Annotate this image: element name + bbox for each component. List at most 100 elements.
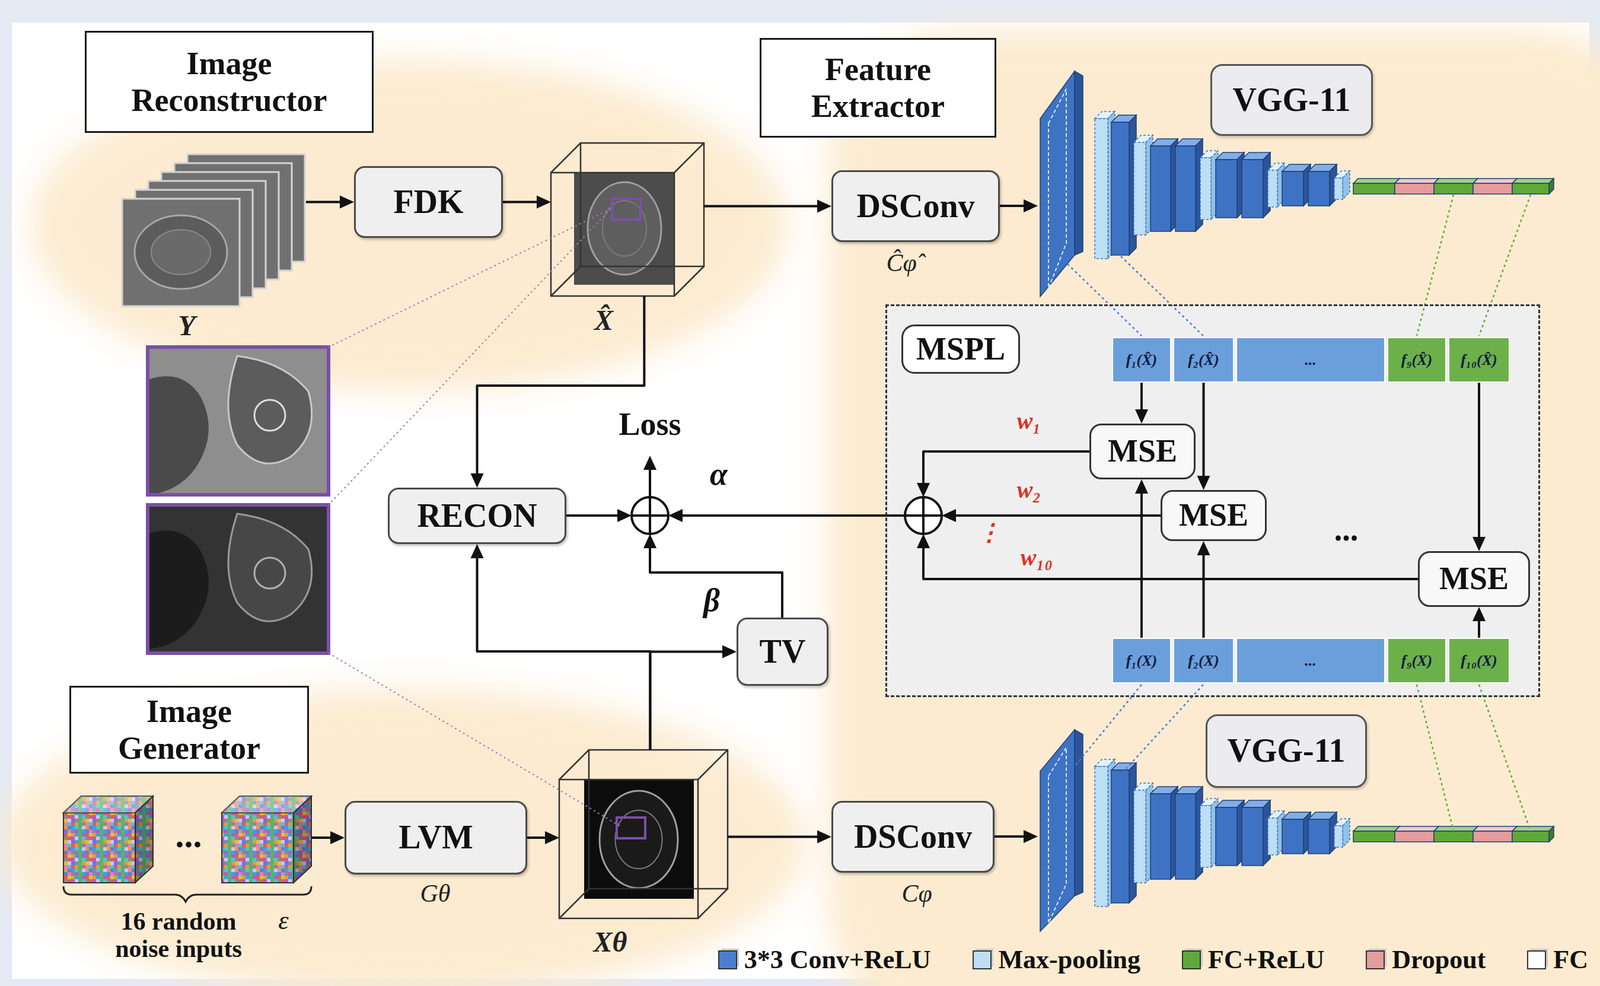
- feature-tap: [1074, 684, 1142, 767]
- annotation-label: w₂: [1017, 477, 1042, 502]
- ct-head: [614, 810, 662, 869]
- ct-head: [599, 790, 678, 888]
- arrowhead: [643, 533, 657, 548]
- wire: [954, 514, 1161, 517]
- connector: [1472, 382, 1486, 551]
- outer-label: Cφ: [901, 880, 932, 906]
- arrowhead: [643, 455, 657, 470]
- input-slab: [1048, 747, 1067, 923]
- sum-node: [904, 496, 942, 534]
- arrowhead: [1197, 540, 1211, 556]
- layer-block: [1215, 807, 1238, 866]
- legend-item: 3*3 Conv+ReLU: [718, 945, 932, 974]
- layer-block: [1200, 157, 1211, 220]
- legend-swatch: [1181, 950, 1201, 970]
- feature-cell: ...: [1235, 637, 1386, 684]
- connector-line: [477, 556, 651, 750]
- connector-line: [306, 201, 341, 204]
- annotation-label: β: [703, 584, 720, 617]
- legend-swatch: [1365, 950, 1385, 970]
- wire: [649, 546, 783, 618]
- legend-item: Max-pooling: [972, 945, 1141, 974]
- process-box: FDK: [354, 166, 503, 238]
- zoom-box: [616, 817, 646, 838]
- wire: [648, 468, 652, 497]
- input-slab: [1074, 71, 1083, 256]
- layer-block: [1353, 830, 1395, 842]
- arrowhead: [1023, 199, 1038, 213]
- arrowhead: [1023, 829, 1038, 843]
- layer-block: [1215, 159, 1238, 218]
- connector-line: [502, 201, 538, 204]
- layer-block: [1473, 183, 1513, 194]
- connector: [1135, 382, 1149, 424]
- layer-block: [1308, 171, 1330, 206]
- feature-cell: f₁(X̂): [1111, 336, 1172, 383]
- zoom-leader: [328, 208, 611, 505]
- layer-block: [1353, 183, 1395, 194]
- layer-block: [1267, 170, 1278, 207]
- legend-text: Dropout: [1391, 945, 1486, 974]
- cube-edge: [580, 142, 704, 267]
- node-label: VGG-11: [1232, 81, 1351, 119]
- legend-swatch: [1527, 950, 1547, 970]
- process-box: TV: [736, 617, 829, 686]
- process-box: DSConvĈφ̂: [831, 170, 1000, 242]
- zoom-inset: [147, 504, 329, 653]
- node-label: MSE: [1107, 433, 1178, 469]
- layer-block: [1150, 793, 1171, 879]
- layer-block: [1094, 118, 1108, 259]
- node-label: DSConv: [856, 187, 975, 225]
- connector: [1197, 382, 1211, 490]
- arrowhead: [817, 830, 832, 844]
- connector-line: [311, 836, 332, 839]
- layer-block: [1150, 145, 1171, 232]
- node-label: VGG-11: [1226, 732, 1345, 770]
- arrowhead: [1135, 409, 1149, 424]
- legend: 3*3 Conv+ReLUMax-poolingFC+ReLUDropoutFC: [718, 945, 1589, 974]
- connector: [649, 645, 737, 751]
- connector: [727, 830, 832, 844]
- feature-tap: [1479, 194, 1531, 336]
- outer-label: MSPL: [901, 324, 1021, 374]
- network-label-box: VGG-11: [1205, 714, 1367, 788]
- arrowhead: [722, 645, 737, 659]
- layer-block: [1111, 122, 1130, 256]
- input-slab: [1040, 71, 1075, 297]
- wire: [994, 834, 1025, 838]
- cube-edge: [697, 888, 728, 919]
- connector-line: [727, 835, 819, 838]
- node-label: ...: [1304, 352, 1317, 368]
- title-box: Image Reconstructor: [84, 30, 374, 133]
- connector: [1135, 479, 1149, 638]
- projection-head: [134, 215, 228, 289]
- layout-wires: [566, 199, 1418, 843]
- outer-label: ε: [278, 907, 289, 934]
- node-label: f₁(X): [1126, 652, 1158, 669]
- inset-shape: [228, 513, 312, 621]
- layer-block: [1334, 177, 1343, 200]
- node-label: f₁₀(X̂): [1460, 352, 1497, 368]
- zoom-inset: [147, 346, 329, 495]
- connector-line: [477, 295, 645, 475]
- layer-block: [1433, 178, 1478, 184]
- feature-tap: [1123, 684, 1204, 771]
- node-label: TV: [759, 633, 806, 671]
- layer-block: [1512, 826, 1554, 831]
- legend-item: Dropout: [1365, 945, 1486, 974]
- feature-cell: f₁₀(X): [1448, 637, 1510, 684]
- inset-shape: [147, 530, 209, 649]
- cube-edge: [559, 749, 589, 780]
- process-box: DSConvCφ: [831, 800, 995, 873]
- ct-slice: [584, 779, 694, 899]
- legend-item: FC: [1527, 945, 1589, 974]
- legend-text: FC: [1553, 945, 1589, 974]
- connector: [311, 830, 345, 844]
- outer-label: Ĉφ̂: [885, 250, 917, 276]
- input-slab: [1040, 729, 1075, 932]
- mspl-ground: [885, 304, 1541, 697]
- feature-cell: ...: [1235, 336, 1386, 383]
- cube-edge: [697, 749, 728, 780]
- annotation-label: α: [709, 457, 728, 490]
